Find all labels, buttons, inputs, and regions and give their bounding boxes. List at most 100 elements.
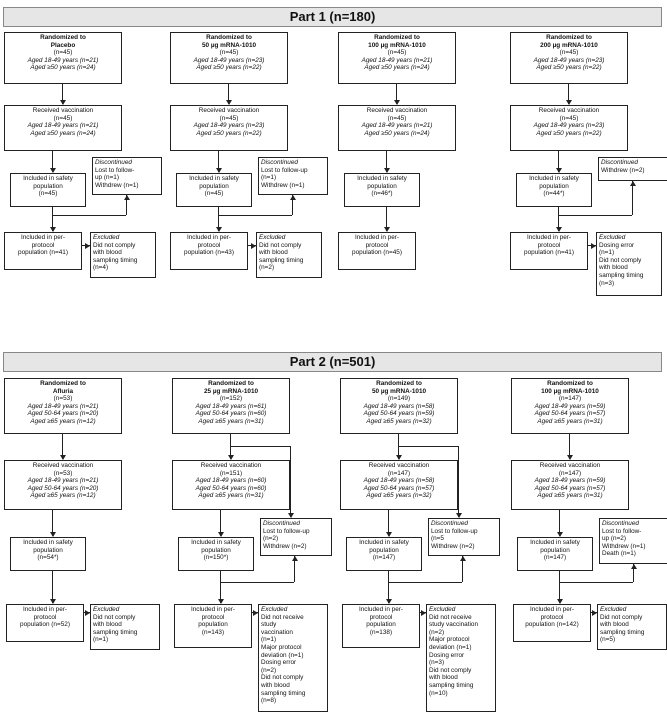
arrow-up-icon (630, 564, 637, 569)
box-title: 25 µg mRNA-1010 (203, 387, 259, 395)
box-text: protocol (197, 241, 221, 249)
box-text: protocol (365, 241, 389, 249)
box-title: Randomized to (206, 34, 252, 41)
box-text: population (n=52) (20, 621, 70, 629)
box-text: population (33, 182, 63, 190)
age-group: Aged 50-64 years (n=57) (363, 484, 435, 492)
connector-line (396, 84, 397, 104)
arrow-right-icon (251, 242, 256, 249)
vaccination-box: Received vaccination(n=45)Aged 18-49 yea… (510, 105, 628, 151)
age-group: Aged ≥65 years (n=31) (198, 417, 264, 425)
reason: sampling timing (261, 689, 306, 697)
connector-line (218, 215, 292, 216)
age-group: Aged ≥50 years (n=22) (536, 129, 602, 137)
age-group: Aged ≥50 years (n=24) (30, 129, 96, 137)
connector-line (52, 215, 126, 216)
arrow-right-icon (591, 242, 596, 249)
reason: (n=1) (599, 249, 615, 257)
reason: Lost to follow-up (431, 527, 478, 535)
vaccination-box: Received vaccination(n=45)Aged 18-49 yea… (4, 105, 122, 151)
arrow-down-icon (49, 168, 56, 173)
age-group: Aged 18-49 years (n=21) (27, 402, 99, 410)
box-text: population (367, 182, 397, 190)
box-text: Included in per- (20, 234, 66, 241)
arrow-down-icon (565, 100, 572, 105)
age-group: Aged ≥65 years (n=12) (30, 417, 96, 425)
age-group: Aged 18-49 years (n=23) (533, 56, 605, 64)
age-group: Aged ≥65 years (n=31) (198, 492, 264, 500)
age-group: Aged ≥65 years (n=32) (366, 417, 432, 425)
age-group: Aged 50-64 years (n=57) (534, 484, 606, 492)
box-text: Included in per- (186, 234, 232, 241)
connector-line (230, 446, 290, 447)
reason: Lost to follow-up (263, 527, 310, 535)
connector-line (52, 510, 53, 536)
box-text: (n=46*) (371, 190, 393, 198)
arrow-down-icon (393, 100, 400, 105)
connector-line (458, 446, 459, 517)
box-text: population (539, 182, 569, 190)
box-text: population (540, 546, 570, 554)
box-title: Excluded (259, 234, 286, 241)
box-title: 200 µg mRNA-1010 (540, 41, 598, 49)
arrow-down-icon (59, 100, 66, 105)
box-count: (n=149) (387, 395, 411, 403)
box-title: Received vaccination (538, 107, 600, 114)
arrow-right-icon (253, 609, 258, 616)
box-title: Discontinued (95, 159, 132, 166)
arrow-down-icon (385, 599, 392, 604)
reason: Withdrew (n=2) (431, 542, 475, 550)
reason: (n=2) (259, 264, 275, 272)
box-title: Afluria (52, 387, 74, 395)
vaccination-box: Received vaccination(n=147)Aged 18-49 ye… (511, 460, 629, 510)
arrow-down-icon (556, 599, 563, 604)
arrow-down-icon (556, 532, 563, 537)
box-title: Excluded (600, 606, 627, 613)
connector-line (52, 151, 53, 172)
box-count: (n=45) (559, 49, 579, 57)
box-title: Randomized to (208, 380, 254, 387)
box-text: protocol (33, 613, 57, 621)
box-title: Randomized to (546, 34, 592, 41)
arrow-down-icon (227, 455, 234, 460)
connector-line (220, 510, 221, 536)
reason: with blood (261, 681, 290, 689)
arrow-right-icon (85, 609, 90, 616)
box-text: population (n=45) (352, 249, 402, 257)
arrow-right-icon (421, 609, 426, 616)
box-text: population (369, 546, 399, 554)
box-text: protocol (201, 613, 225, 621)
reason: Did not comply (259, 241, 302, 249)
connector-line (398, 446, 458, 447)
arrow-down-icon (287, 513, 294, 518)
connector-line (386, 151, 387, 172)
box-count: (n=45) (53, 49, 73, 57)
connector-line (568, 84, 569, 104)
box-text: Included in per- (526, 234, 572, 241)
arrow-down-icon (385, 532, 392, 537)
box-text: (n=54*) (37, 554, 59, 562)
reason: Did not comply (93, 241, 136, 249)
reason: (n=1) (93, 636, 109, 644)
arrow-down-icon (455, 513, 462, 518)
age-group: Aged ≥50 years (n=24) (364, 64, 430, 72)
age-group: Aged ≥50 years (n=22) (196, 64, 262, 72)
age-group: Aged 18-49 years (n=21) (361, 56, 433, 64)
age-group: Aged 18-49 years (n=58) (363, 402, 435, 410)
reason: Major protocol (261, 643, 302, 651)
box-title: Placebo (50, 41, 76, 49)
reason: study vaccination (429, 621, 479, 629)
box-text: population (n=41) (18, 249, 68, 257)
reason: Withdrew (n=1) (95, 181, 139, 189)
box-text: (n=138) (369, 628, 393, 636)
